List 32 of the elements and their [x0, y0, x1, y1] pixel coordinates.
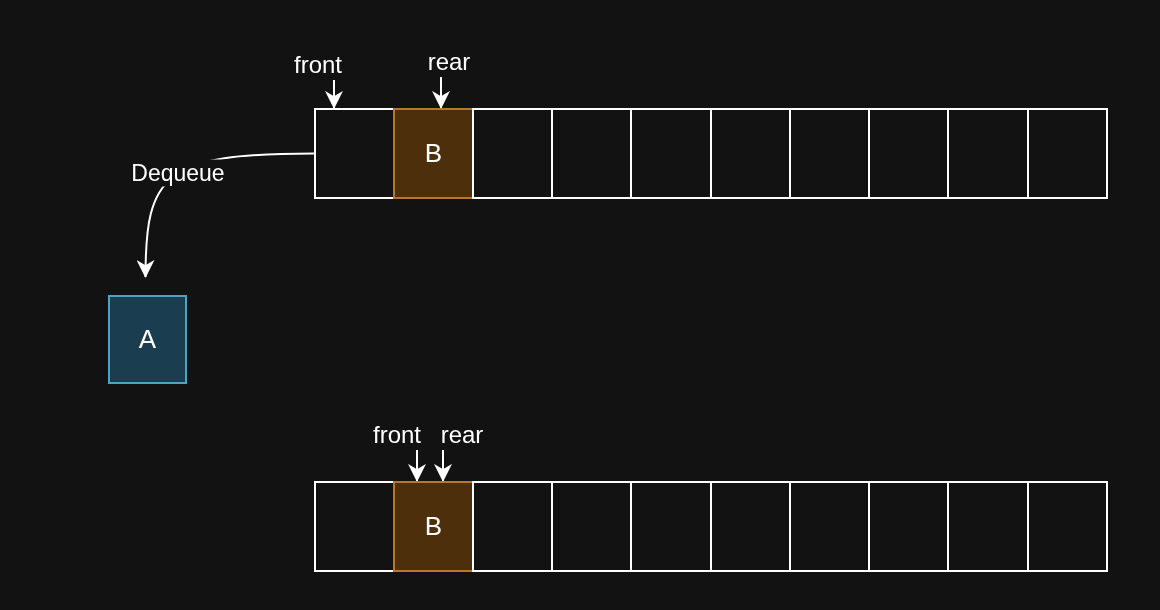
dequeued-element-box	[108, 295, 187, 384]
array-cell	[314, 108, 395, 199]
cell-value: B	[424, 138, 443, 169]
pointer-label: rear	[420, 47, 478, 77]
arrow	[325, 79, 343, 109]
array-cell	[710, 108, 791, 199]
array-cell	[393, 481, 474, 572]
pointer-label: front	[286, 50, 350, 80]
array-cell	[630, 108, 712, 199]
array-cell	[868, 481, 949, 572]
array-cell	[1027, 481, 1108, 572]
array-cell	[551, 108, 632, 199]
cell-value: A	[138, 324, 157, 355]
array-cell	[947, 108, 1029, 199]
pointer-label: front	[366, 420, 428, 450]
array-cell	[710, 481, 791, 572]
array-cell	[393, 108, 474, 199]
array-cell	[472, 108, 553, 199]
array-cell	[551, 481, 632, 572]
array-cell	[314, 481, 395, 572]
array-cell	[868, 108, 949, 199]
arrow	[432, 76, 450, 109]
array-cell	[630, 481, 712, 572]
arrow	[434, 449, 452, 482]
array-cell	[789, 481, 870, 572]
array-cell	[1027, 108, 1108, 199]
pointer-label: rear	[434, 420, 490, 450]
array-cell	[947, 481, 1029, 572]
arrow	[408, 449, 426, 482]
array-cell	[789, 108, 870, 199]
array-cell	[472, 481, 553, 572]
cell-value: B	[424, 511, 443, 542]
